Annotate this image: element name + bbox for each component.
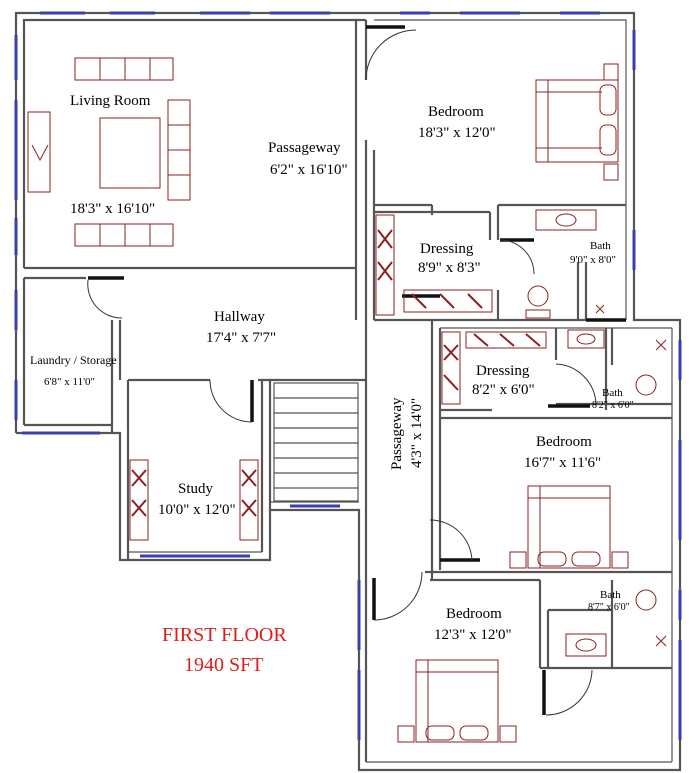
living-room-size: 18'3" x 16'10" [70, 201, 155, 217]
dressing-1-name: Dressing [420, 241, 474, 257]
bath-1-size: 9'0" x 8'0" [570, 254, 616, 266]
hallway-size: 17'4" x 7'7" [206, 330, 276, 346]
bedroom-1-name: Bedroom [428, 104, 484, 120]
bath-1-name: Bath [590, 240, 611, 252]
study-name: Study [178, 481, 214, 497]
hallway-name: Hallway [214, 309, 265, 325]
living-room-name: Living Room [70, 93, 151, 109]
dressing-1-size: 8'9" x 8'3" [418, 260, 481, 276]
dressing-2-furniture [441, 331, 547, 405]
windows [14, 11, 682, 740]
passageway-1-name: Passageway [268, 140, 341, 156]
bedroom-1-size: 18'3" x 12'0" [418, 125, 496, 141]
laundry-size: 6'8" x 11'0" [44, 376, 95, 388]
bath-3-name: Bath [600, 589, 621, 601]
bedroom-2-furniture [509, 485, 629, 569]
dressing-1-furniture [375, 214, 493, 316]
bath-3-size: 8'7" x 6'0" [588, 602, 630, 613]
bath-2-name: Bath [602, 387, 623, 399]
staircase [273, 382, 359, 502]
walls [14, 11, 682, 772]
bedroom-3-furniture [397, 659, 517, 743]
laundry-name: Laundry / Storage [30, 353, 117, 367]
bedroom-2-size: 16'7" x 11'6" [524, 455, 601, 471]
bath-2-fixtures [567, 329, 667, 396]
passageway-2-size: 4'3" x 14'0" [409, 398, 425, 468]
plan-area: 1940 SFT [184, 654, 263, 676]
living-room-furniture [27, 57, 191, 247]
doors [87, 25, 626, 716]
dressing-2-name: Dressing [476, 363, 530, 379]
room-labels: Living Room 18'3" x 16'10" Bedroom 18'3"… [30, 93, 634, 643]
bedroom-2-name: Bedroom [536, 434, 592, 450]
study-furniture [129, 459, 259, 541]
dressing-2-size: 8'2" x 6'0" [472, 382, 535, 398]
bath-1-fixtures [525, 209, 605, 319]
study-size: 10'0" x 12'0" [158, 502, 236, 518]
passageway-2-name: Passageway [389, 397, 405, 470]
plan-title: FIRST FLOOR [162, 624, 287, 646]
bedroom-3-name: Bedroom [446, 606, 502, 622]
passageway-1-size: 6'2" x 16'10" [270, 162, 348, 178]
bath-3-fixtures [565, 589, 667, 657]
bedroom-3-size: 12'3" x 12'0" [434, 627, 512, 643]
bedroom-1-furniture [535, 63, 619, 181]
bath-2-size: 8'2" x 6'0" [592, 400, 634, 411]
